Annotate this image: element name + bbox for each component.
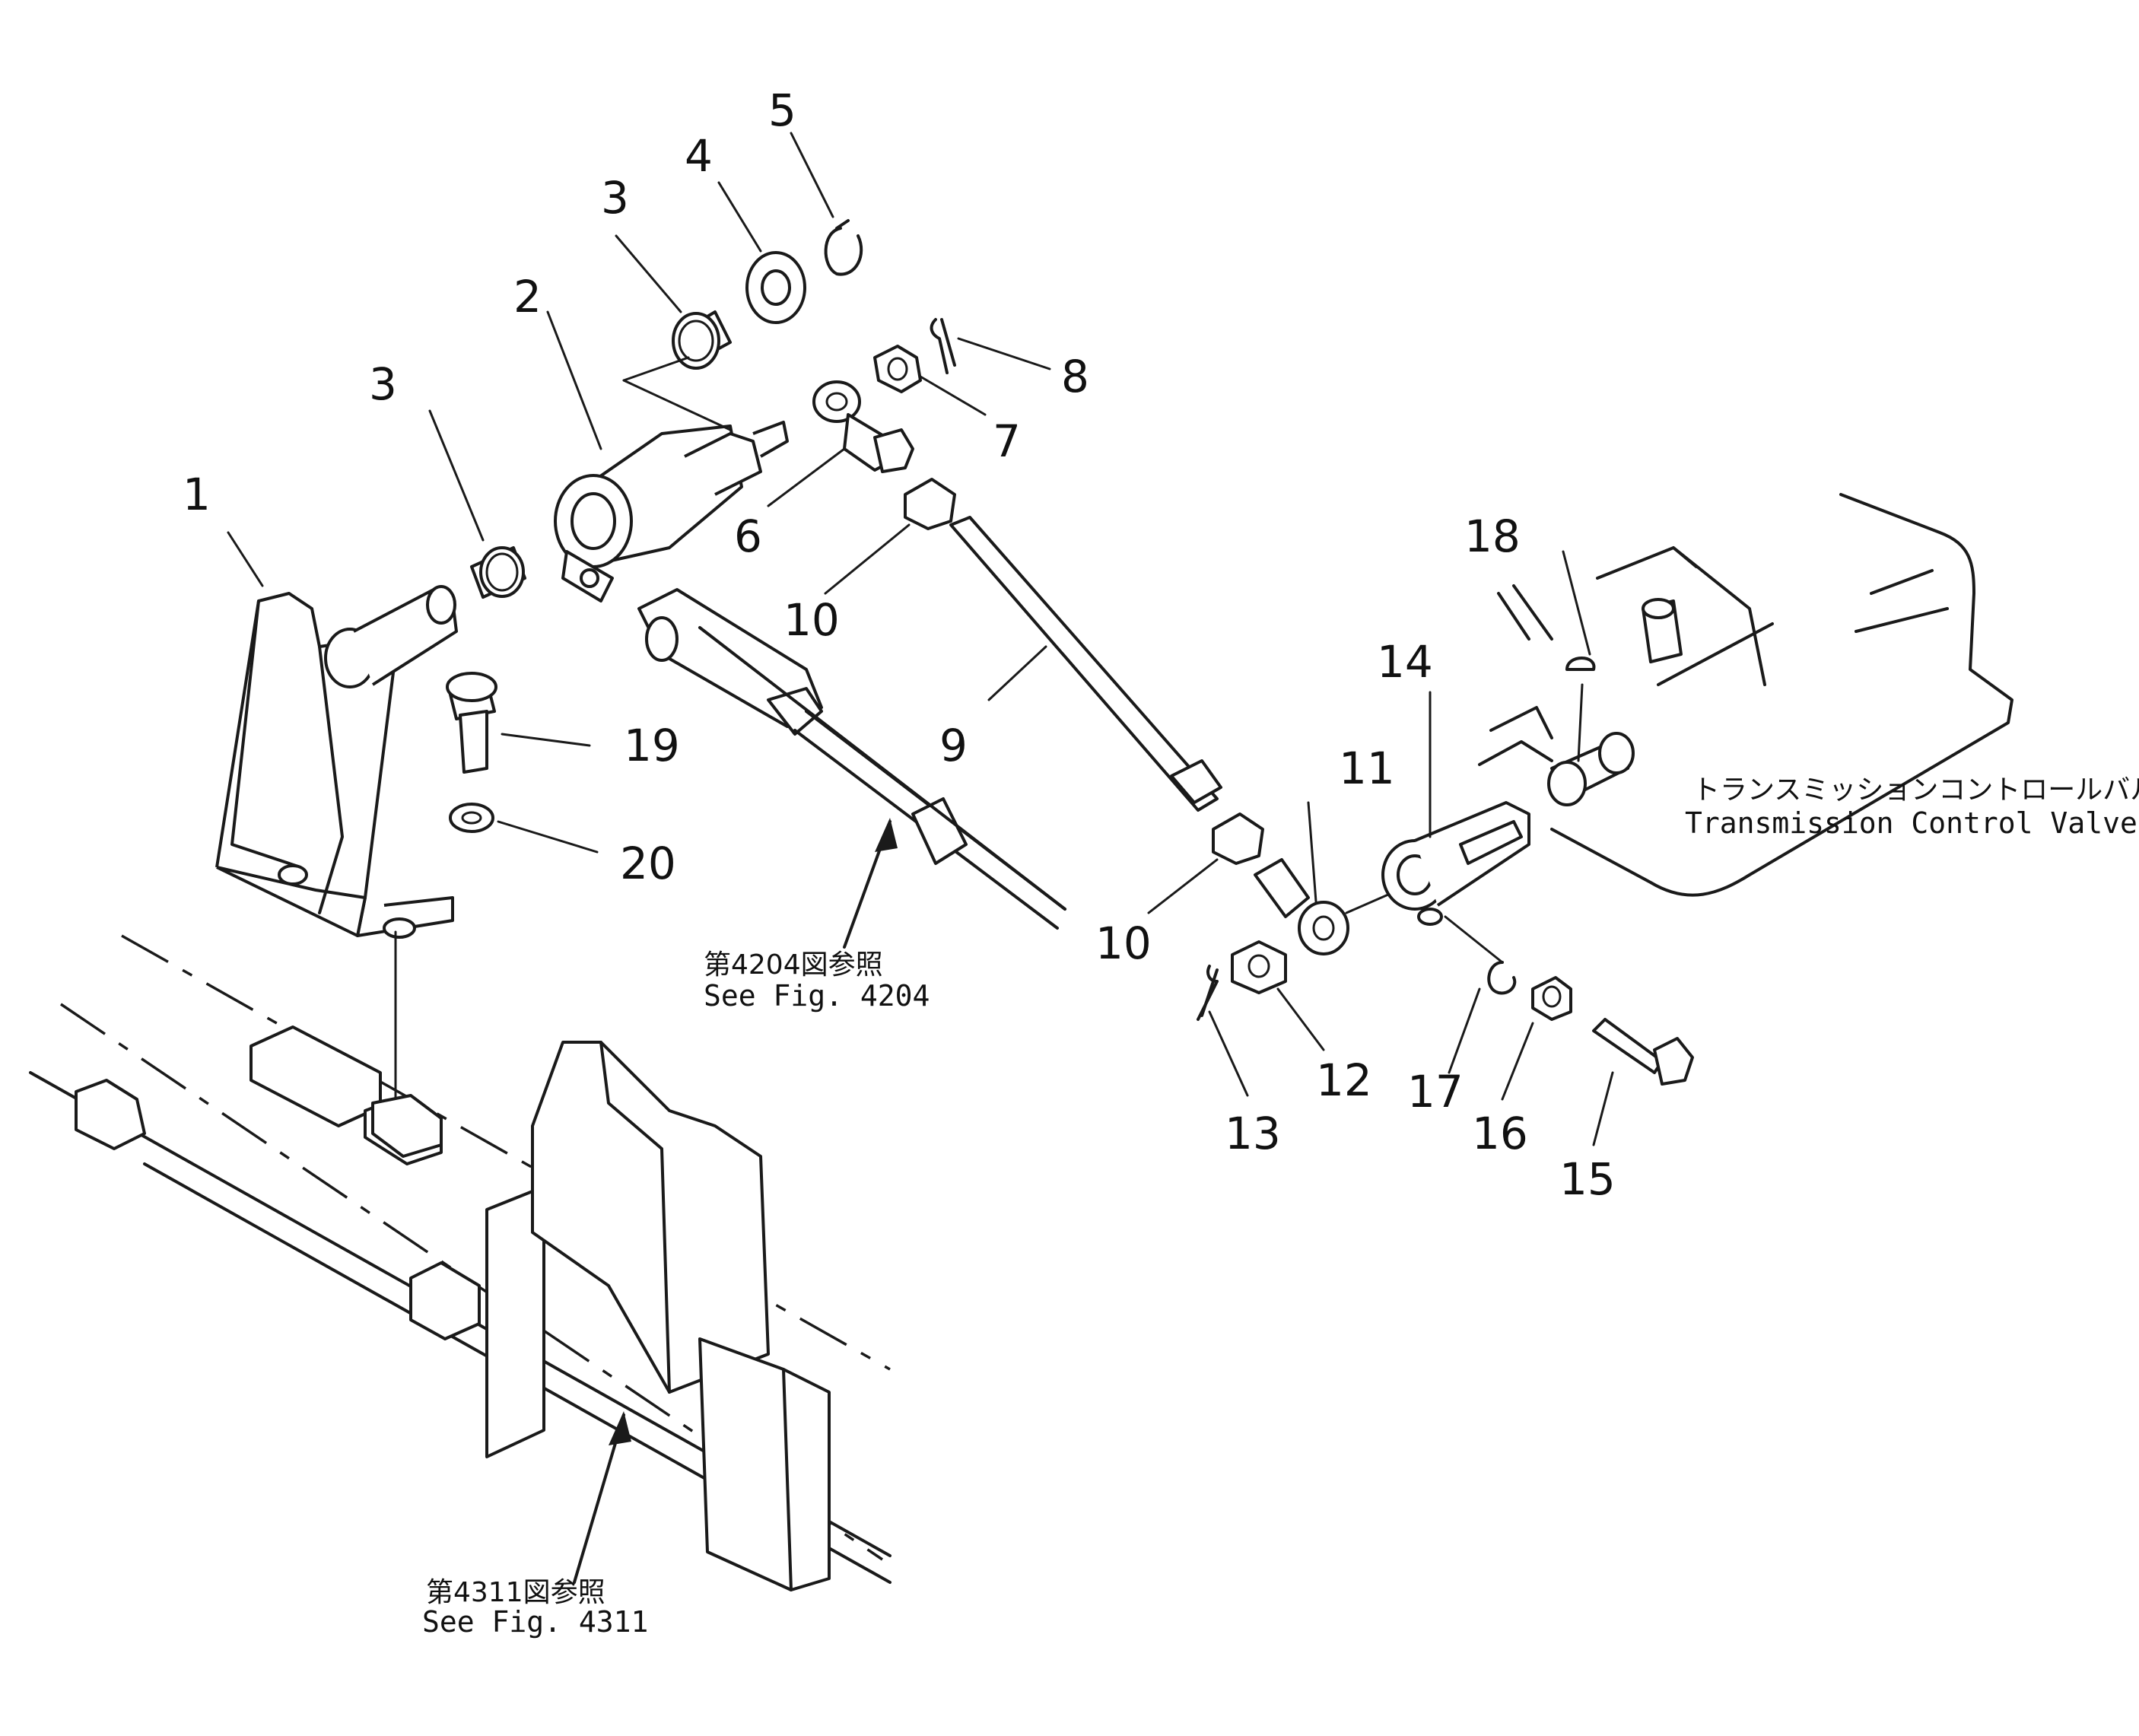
callout-1: 1: [183, 469, 211, 520]
part-16-nut: [1531, 976, 1572, 1021]
part-9-rod: [949, 516, 1222, 812]
callout-6: 6: [734, 510, 762, 562]
callout-7: 7: [993, 415, 1021, 467]
note-fig4204-en: See Fig. 4204: [704, 979, 930, 1013]
part-6-rod-end: [812, 380, 914, 473]
callout-20: 20: [620, 838, 676, 889]
callout-14: 14: [1377, 636, 1433, 688]
callout-15: 15: [1559, 1153, 1616, 1205]
part-12-nut: [1231, 940, 1287, 994]
leader-lines: [227, 132, 1614, 1146]
callout-labels: 1 2 3 3 4 5 6 7 8 9 10 10 11 12 13 14 15…: [183, 84, 1616, 1205]
part-10-nuts: [904, 478, 1264, 865]
note-fig4311-en: See Fig. 4311: [422, 1605, 648, 1639]
callout-16: 16: [1472, 1108, 1528, 1159]
callout-11: 11: [1339, 742, 1395, 794]
part-19-bolt: [446, 672, 497, 774]
callout-17: 17: [1407, 1066, 1464, 1118]
part-13-cotter-pin: [1197, 965, 1219, 1021]
transmission-control-valve: [1478, 493, 2013, 897]
callout-13: 13: [1225, 1108, 1281, 1159]
part-11-rod-end: [1254, 858, 1409, 955]
callout-19: 19: [624, 720, 680, 771]
callout-8: 8: [1061, 351, 1089, 402]
part-14-lever-arm: [1381, 801, 1530, 926]
part-7-nut: [873, 345, 922, 393]
note-valve-jp: トランスミッションコントロールバルブ: [1692, 774, 2139, 806]
callout-10-lower: 10: [1095, 917, 1152, 969]
note-fig4204-jp: 第4204図参照: [704, 949, 883, 981]
part-1-stand: [215, 585, 458, 1158]
reference-notes: 第4204図参照 See Fig. 4204 第4311図参照 See Fig.…: [422, 774, 2139, 1639]
callout-18: 18: [1464, 510, 1521, 562]
callout-3-upper: 3: [601, 172, 629, 224]
part-2-lever: [554, 421, 789, 603]
frame-assembly: [29, 934, 892, 1591]
note-fig4311-jp: 第4311図参照: [426, 1577, 605, 1608]
callout-12: 12: [1316, 1054, 1372, 1106]
part-8-cotter-pin: [930, 318, 956, 374]
part-4-washer: [745, 251, 806, 324]
callout-5: 5: [768, 84, 796, 136]
callout-9: 9: [939, 720, 968, 771]
part-17-snap-ring: [1444, 915, 1517, 995]
callout-2: 2: [513, 271, 542, 323]
callout-4: 4: [685, 130, 713, 182]
part-3-bushings: [470, 310, 732, 599]
part-15-bolt: [1592, 1018, 1694, 1086]
note-valve-en: Transmission Control Valve: [1685, 806, 2137, 840]
part-5-snap-ring: [824, 219, 863, 276]
callout-10-upper: 10: [783, 594, 840, 646]
part-20-washer: [449, 803, 494, 833]
control-cable: [637, 588, 1066, 949]
callout-3-lower: 3: [369, 358, 397, 410]
